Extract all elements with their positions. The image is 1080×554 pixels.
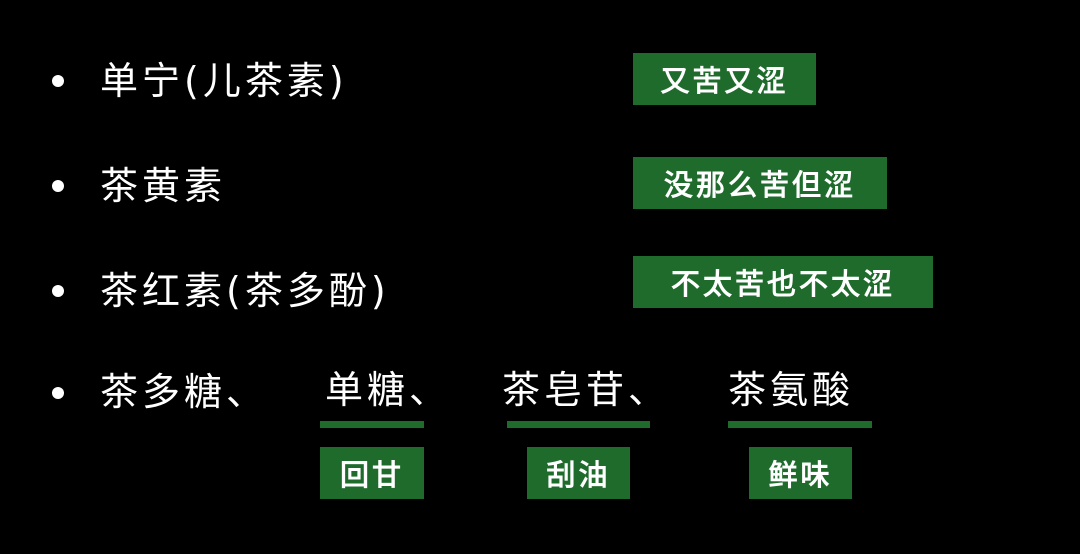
tag-degreasing: 刮油 <box>527 447 630 499</box>
bullet-dot <box>52 387 64 399</box>
bullet-dot <box>52 180 64 192</box>
tag-sweet-aftertaste: 回甘 <box>320 447 424 499</box>
tag-less-bitter-astringent: 没那么苦但涩 <box>633 157 887 209</box>
underline-theanine <box>728 421 872 428</box>
bullet-dot <box>52 75 64 87</box>
item-tannin-label: 单宁(儿茶素) <box>100 59 348 103</box>
item-theaflavin-label: 茶黄素 <box>100 164 227 208</box>
sub-item-monosaccharide: 单糖、 <box>325 368 452 412</box>
tag-mild: 不太苦也不太涩 <box>633 256 933 308</box>
tag-umami: 鲜味 <box>749 447 852 499</box>
tag-bitter-astringent: 又苦又涩 <box>633 53 816 105</box>
underline-monosaccharide <box>320 421 424 428</box>
bullet-dot <box>52 285 64 297</box>
item-thearubigin-label: 茶红素(茶多酚) <box>100 269 390 313</box>
sub-item-theanine: 茶氨酸 <box>728 368 855 412</box>
sub-item-saponin: 茶皂苷、 <box>502 368 671 412</box>
underline-saponin <box>507 421 650 428</box>
item-polysaccharide-label: 茶多糖、 <box>100 370 269 414</box>
